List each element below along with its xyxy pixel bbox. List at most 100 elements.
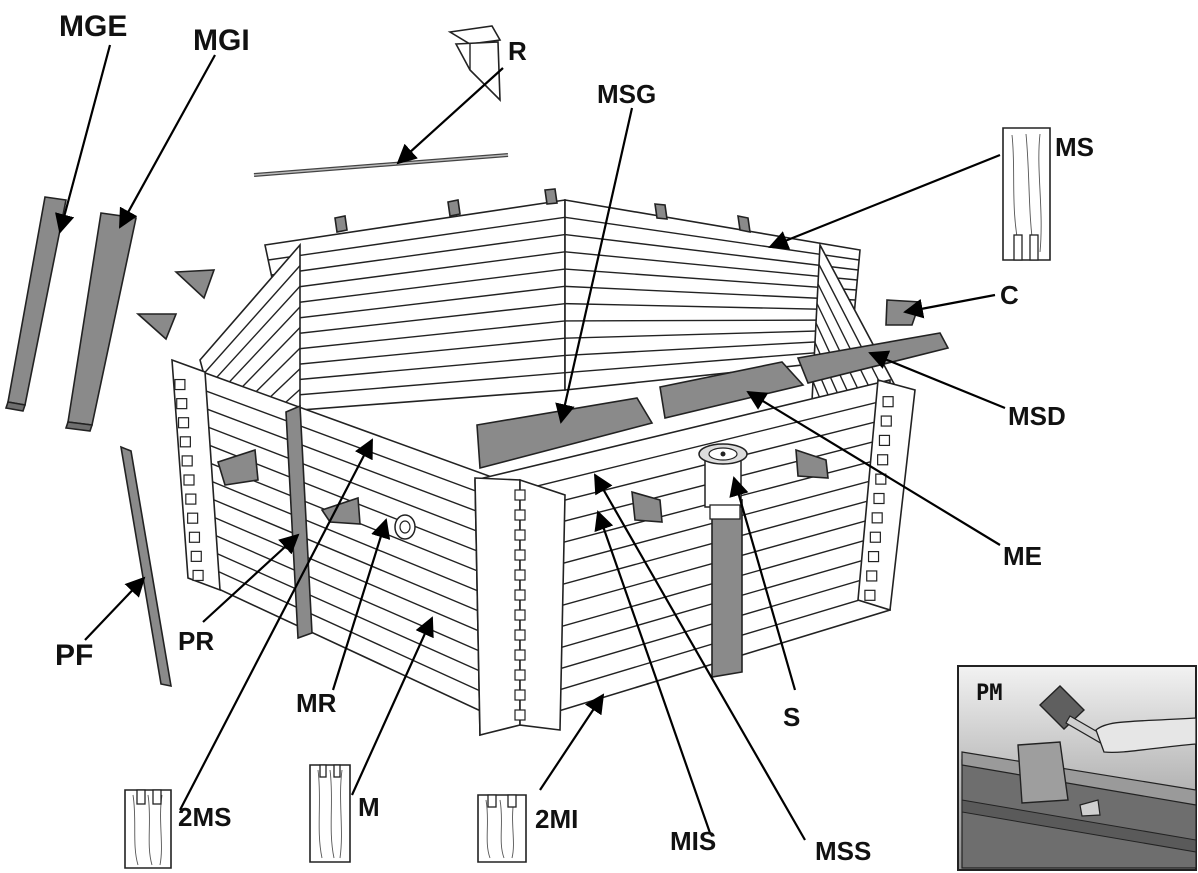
notch — [514, 689, 526, 701]
plank-seam — [284, 302, 566, 336]
notch — [514, 569, 526, 581]
notch — [176, 398, 188, 410]
plank-seam — [564, 339, 852, 357]
corner-cleat-left-1 — [174, 269, 216, 300]
notch — [873, 492, 885, 505]
label-mr: MR — [296, 688, 337, 718]
plank-seam — [564, 329, 853, 339]
profile-2mi — [477, 794, 527, 863]
plank-seam — [564, 268, 857, 291]
plank-seam — [564, 216, 860, 261]
top-clips — [334, 188, 751, 234]
plank-seam — [195, 491, 501, 621]
notch — [181, 455, 193, 467]
label-pr: PR — [178, 626, 214, 656]
plank-seam — [296, 372, 566, 396]
return-inlet-icon — [394, 514, 416, 540]
notch — [880, 415, 892, 427]
notch — [514, 629, 526, 641]
wall-front-left — [173, 360, 501, 722]
label-mgi: MGI — [193, 24, 250, 57]
plank-seam — [271, 233, 566, 276]
corner-column-right — [857, 378, 916, 612]
plank-seam — [183, 417, 501, 541]
skimmer-s — [698, 443, 748, 678]
notch — [867, 550, 880, 563]
label-c: C — [1000, 280, 1019, 310]
rail-r — [253, 153, 509, 177]
label-me: ME — [1003, 541, 1042, 571]
notch — [871, 512, 883, 524]
plank-seam — [564, 349, 851, 374]
plank-seam — [280, 285, 566, 321]
plank-seam — [274, 251, 566, 291]
notch — [866, 570, 878, 582]
plank-seam — [277, 268, 566, 306]
coping-me — [659, 361, 805, 419]
corner-column-left — [171, 358, 221, 592]
notch — [875, 473, 887, 485]
plank-seam — [564, 285, 856, 301]
label-2mi: 2MI — [535, 804, 578, 834]
plank-seam — [203, 265, 301, 375]
plank-seam — [192, 472, 501, 601]
plank-seam — [564, 233, 859, 271]
board-mgi — [64, 212, 137, 432]
label-m: M — [358, 792, 380, 822]
notch — [878, 434, 891, 447]
post-pf — [119, 445, 172, 688]
notch — [514, 669, 526, 681]
notch — [174, 378, 186, 391]
plank-seam — [203, 547, 501, 681]
plank-seam — [177, 379, 501, 501]
notch — [514, 529, 526, 541]
notch — [192, 569, 204, 582]
label-msd: MSD — [1008, 401, 1066, 431]
post-pr — [285, 404, 313, 640]
plank-seam — [475, 398, 891, 502]
notch — [514, 509, 526, 521]
plank-seam — [287, 320, 566, 351]
notch — [185, 493, 197, 505]
clip-r-icon — [447, 25, 502, 103]
corner-cleat-c — [885, 299, 922, 326]
notch — [190, 550, 202, 562]
profile-ms — [1002, 127, 1051, 261]
board-mge — [4, 196, 67, 412]
plank-seam — [200, 528, 501, 661]
plank-seam — [293, 354, 566, 381]
inset-pm: PM — [957, 665, 1197, 871]
leader-arrows — [55, 44, 1006, 841]
wall-back-left — [264, 199, 566, 411]
notch — [514, 709, 526, 721]
notch — [179, 436, 191, 448]
notch — [177, 417, 190, 429]
interior-brackets — [217, 448, 829, 525]
label-mis: MIS — [670, 826, 716, 856]
notch — [882, 396, 894, 408]
notch — [514, 489, 526, 501]
notch — [514, 649, 526, 661]
corner-column-front — [474, 477, 566, 737]
notch — [514, 549, 526, 561]
label-s: S — [783, 702, 800, 732]
label-ms: MS — [1055, 132, 1094, 162]
plank-seam — [290, 337, 566, 366]
coping-msg — [476, 397, 654, 470]
plank-seam — [206, 285, 301, 388]
notch — [187, 512, 199, 524]
notch — [869, 531, 881, 543]
plank-seam — [206, 565, 501, 701]
notch — [188, 531, 201, 543]
notch — [514, 589, 526, 601]
label-2ms: 2MS — [178, 802, 231, 832]
plank-seam — [564, 251, 858, 281]
profile-m — [309, 764, 351, 863]
corner-cleat-left-2 — [135, 313, 178, 341]
plank-seam — [198, 510, 501, 641]
label-mge: MGE — [59, 10, 127, 43]
notch — [864, 589, 876, 601]
label-pm: PM — [976, 681, 1003, 706]
plank-seam — [268, 216, 566, 261]
